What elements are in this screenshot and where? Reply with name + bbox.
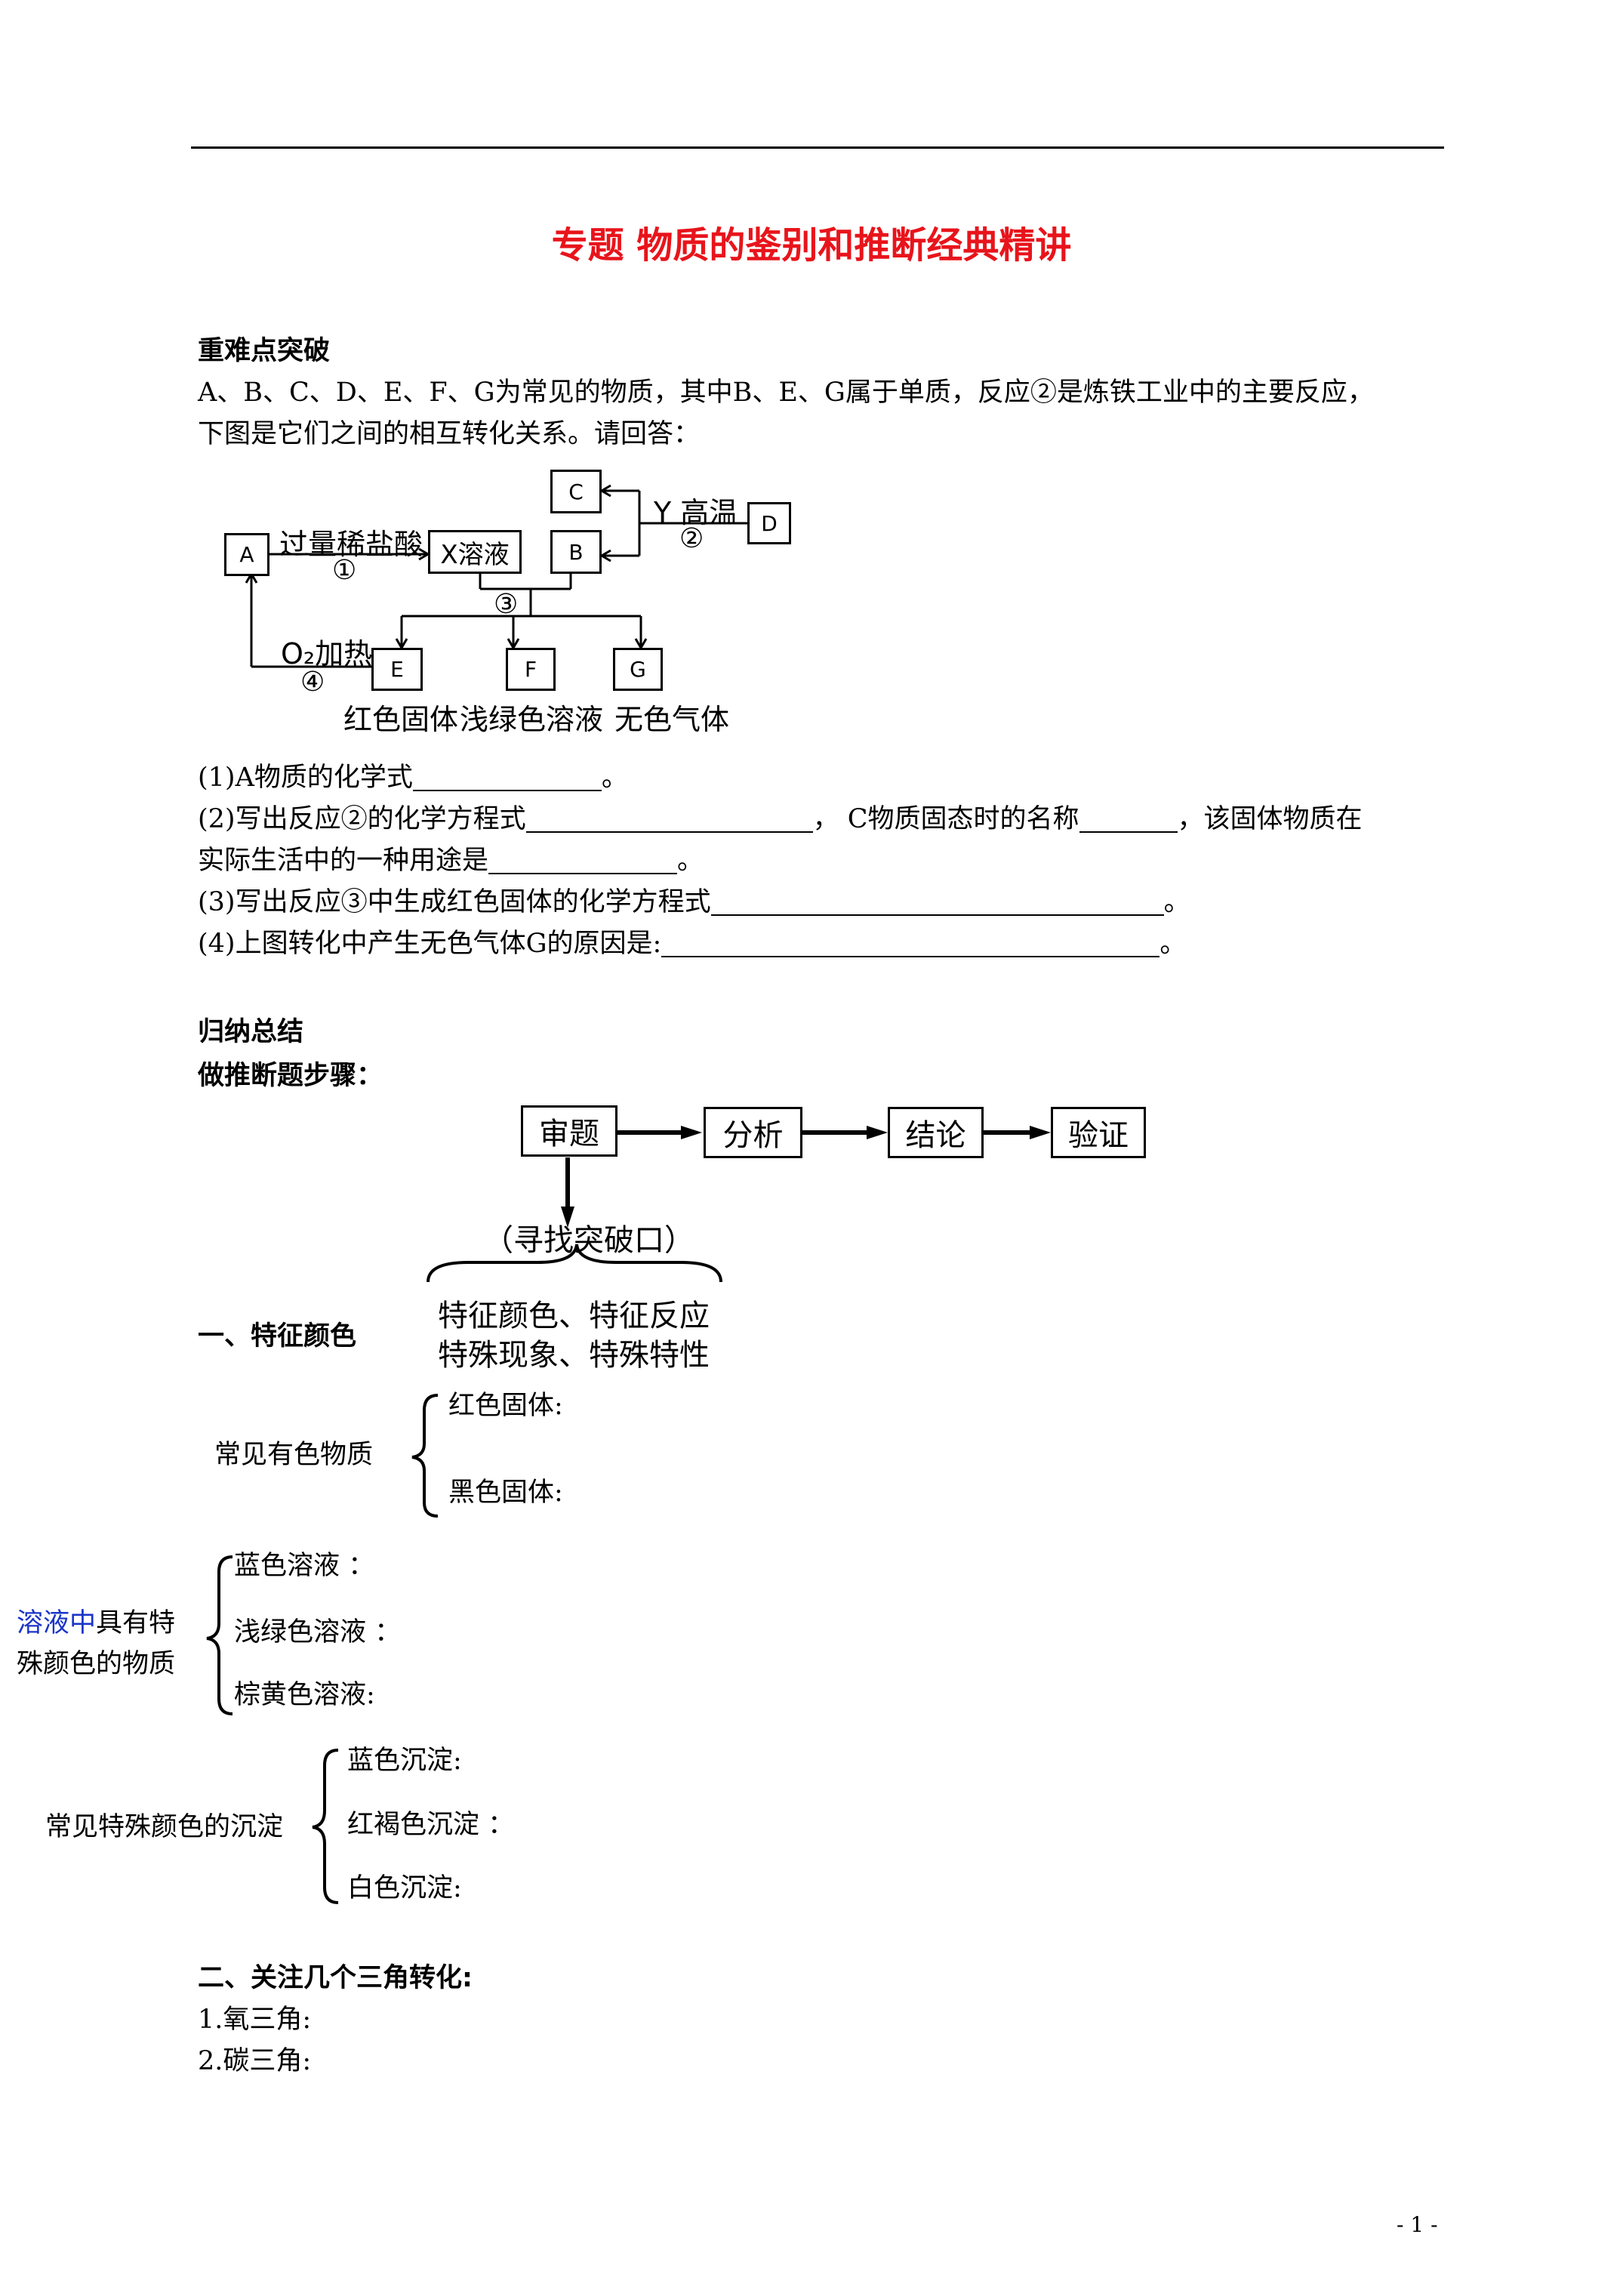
- steps-heading: 做推断题步骤：: [198, 1061, 383, 1091]
- white-precipitate-label: 白色沉淀:: [347, 1873, 462, 1903]
- answer-blank-2b[interactable]: [1079, 806, 1178, 833]
- question-4: (4)上图转化中产生无色气体G的原因是:。: [198, 929, 1187, 959]
- label-o2-heat: O₂加热: [281, 637, 373, 670]
- label-reaction-3: ③: [494, 589, 519, 620]
- common-colored-substances-label: 常见有色物质: [214, 1440, 374, 1470]
- page-number: - 1 -: [1397, 2212, 1438, 2237]
- steps-flow-lines: [427, 1126, 1051, 1283]
- node-f: F: [506, 648, 556, 691]
- desc-colorless-gas: 无色气体: [614, 703, 730, 736]
- node-x-solution: X溶液: [428, 530, 522, 574]
- step-analysis: 分析: [704, 1107, 802, 1158]
- intro-line-2: 下图是它们之间的相互转化关系。请回答：: [198, 419, 701, 449]
- label-y-high-temp: Y 高温: [654, 496, 738, 529]
- solution-colored-label-line-2: 殊颜色的物质: [17, 1649, 176, 1679]
- section-heading-key-points: 重难点突破: [198, 336, 331, 366]
- step-review-question: 审题: [521, 1105, 617, 1157]
- summary-heading: 归纳总结: [198, 1017, 304, 1047]
- light-green-solution-label: 浅绿色溶液 ：: [234, 1617, 402, 1647]
- features-line-1: 特征颜色、特征反应: [438, 1299, 710, 1333]
- answer-blank-4[interactable]: [661, 930, 1160, 957]
- oxygen-triangle-item: 1.氧三角:: [198, 2005, 312, 2035]
- section-characteristic-colors: 一、特征颜色: [198, 1321, 357, 1351]
- step-conclusion: 结论: [888, 1107, 984, 1158]
- label-excess-hcl: 过量稀盐酸: [279, 528, 423, 561]
- label-reaction-2: ②: [679, 523, 704, 554]
- desc-light-green-solution: 浅绿色溶液: [460, 703, 604, 736]
- special-precipitate-label: 常见特殊颜色的沉淀: [45, 1812, 284, 1842]
- answer-blank-2a[interactable]: [525, 806, 813, 833]
- brownish-yellow-solution-label: 棕黄色溶液:: [234, 1680, 375, 1710]
- black-solid-label: 黑色固体:: [448, 1478, 563, 1508]
- node-e: E: [371, 648, 423, 691]
- question-3: (3)写出反应③中生成红色固体的化学方程式。: [198, 887, 1190, 917]
- section-triangle-transformations: 二、关注几个三角转化:: [198, 1963, 473, 1993]
- braces: [206, 1394, 439, 1904]
- red-solid-label: 红色固体:: [448, 1391, 563, 1421]
- node-c: C: [550, 470, 602, 513]
- label-reaction-1: ①: [332, 555, 357, 586]
- label-reaction-4: ④: [300, 667, 325, 698]
- answer-blank-3[interactable]: [710, 889, 1164, 916]
- red-brown-precipitate-label: 红褐色沉淀 ：: [347, 1810, 515, 1840]
- header-rule: [191, 146, 1444, 149]
- step-verification: 验证: [1051, 1107, 1146, 1158]
- question-2: (2)写出反应②的化学方程式， C物质固态时的名称，该固体物质在: [198, 804, 1363, 834]
- page-title: 专题 物质的鉴别和推断经典精讲: [551, 224, 1072, 267]
- node-d: D: [747, 502, 791, 544]
- intro-line-1: A、B、C、D、E、F、G为常见的物质，其中B、E、G属于单质，反应②是炼铁工业…: [198, 378, 1374, 408]
- node-g: G: [613, 648, 663, 691]
- node-a: A: [224, 533, 269, 576]
- features-line-2: 特殊现象、特殊特性: [438, 1338, 710, 1373]
- desc-red-solid: 红色固体: [343, 703, 459, 736]
- question-1: (1)A物质的化学式。: [198, 763, 628, 793]
- answer-blank-1[interactable]: [412, 764, 602, 791]
- blue-precipitate-label: 蓝色沉淀:: [347, 1746, 462, 1776]
- answer-blank-2c[interactable]: [488, 847, 678, 874]
- carbon-triangle-item: 2.碳三角:: [198, 2046, 312, 2076]
- node-b: B: [550, 530, 602, 574]
- find-breakthrough: （寻找突破口）: [483, 1223, 694, 1258]
- blue-solution-label: 蓝色溶液 ：: [234, 1551, 375, 1581]
- question-2-continued: 实际生活中的一种用途是。: [198, 846, 704, 876]
- solution-colored-label-line-1: 溶液中具有特: [17, 1608, 176, 1638]
